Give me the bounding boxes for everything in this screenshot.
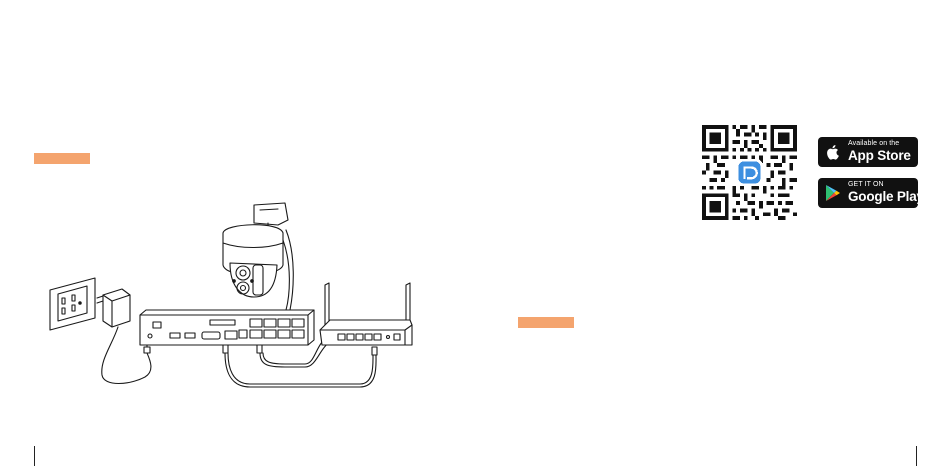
qr-code[interactable] bbox=[702, 125, 797, 220]
router-icon bbox=[320, 283, 412, 345]
app-store-small-text: Available on the bbox=[848, 140, 899, 147]
app-logo-icon bbox=[736, 159, 763, 186]
connection-diagram bbox=[40, 195, 430, 400]
google-play-big-text: Google Play bbox=[848, 189, 918, 204]
app-store-badge[interactable]: Available on the App Store bbox=[818, 137, 918, 167]
app-store-big-text: App Store bbox=[848, 148, 911, 163]
apple-icon bbox=[825, 143, 841, 161]
ptz-camera-icon bbox=[223, 203, 293, 310]
page-edge-right bbox=[916, 446, 917, 466]
google-play-small-text: GET IT ON bbox=[848, 181, 884, 188]
page-edge-left bbox=[34, 446, 35, 466]
section-label-bar-left bbox=[34, 153, 90, 164]
google-play-badge[interactable]: GET IT ON Google Play bbox=[818, 178, 918, 208]
google-play-icon bbox=[825, 184, 841, 202]
wall-outlet-icon bbox=[50, 278, 95, 330]
section-label-bar-right bbox=[518, 317, 574, 328]
